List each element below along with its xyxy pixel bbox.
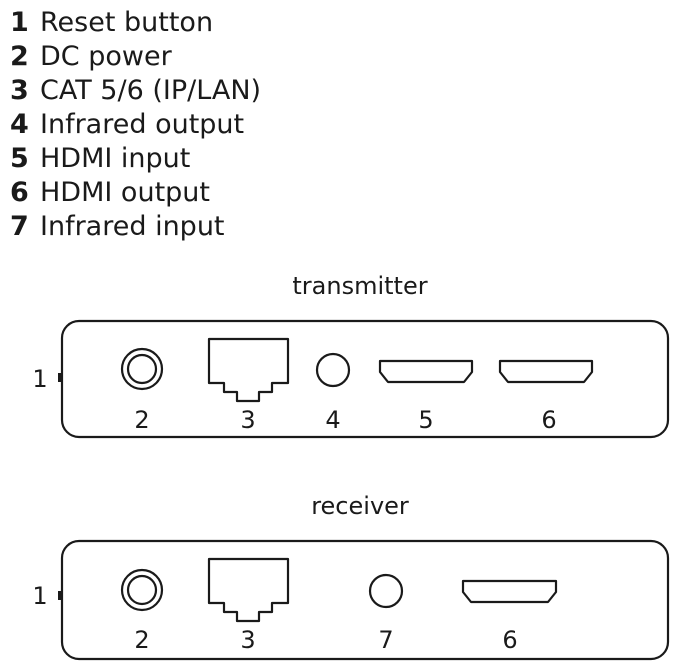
receiver-dc-power-port (120, 568, 164, 612)
legend-label: HDMI input (40, 143, 191, 174)
transmitter-dc-power-label: 2 (134, 406, 149, 434)
legend-label: Reset button (40, 7, 214, 38)
transmitter-hdmi-output-label: 6 (541, 406, 556, 434)
receiver-panel: receiver 1 2 3 7 6 (32, 492, 670, 661)
legend-item-infrared-output: 4 Infrared output (10, 108, 261, 142)
transmitter-hdmi-input-port (378, 359, 474, 384)
legend-number: 1 (10, 7, 29, 38)
transmitter-dc-power-port (120, 347, 164, 391)
receiver-dc-power-label: 2 (134, 626, 149, 654)
legend-label: CAT 5/6 (IP/LAN) (40, 75, 262, 106)
legend-number: 4 (10, 109, 29, 140)
receiver-hdmi-output-port (461, 579, 558, 604)
transmitter-reset-button (58, 373, 63, 382)
legend-number: 5 (10, 143, 29, 174)
receiver-infrared-port (368, 573, 404, 609)
legend-number: 2 (10, 41, 29, 72)
receiver-rj45-port (207, 557, 290, 623)
receiver-reset-button (58, 591, 63, 600)
receiver-hdmi-output-label: 6 (502, 626, 517, 654)
transmitter-rj45-label: 3 (240, 406, 255, 434)
transmitter-infrared-label: 4 (325, 406, 340, 434)
transmitter-title: transmitter (292, 272, 427, 300)
legend-label: Infrared output (40, 109, 245, 140)
legend-number: 7 (10, 211, 29, 242)
receiver-rj45-label: 3 (240, 626, 255, 654)
transmitter-infrared-port (315, 352, 351, 388)
legend-item-dc-power: 2 DC power (10, 40, 261, 74)
legend-item-infrared-input: 7 Infrared input (10, 210, 261, 244)
legend: 1 Reset button 2 DC power 3 CAT 5/6 (IP/LAN… (10, 6, 261, 244)
transmitter-rj45-port (207, 337, 290, 403)
legend-label: Infrared input (40, 211, 225, 242)
legend-label: HDMI output (40, 177, 210, 208)
legend-item-cat-lan: 3 CAT 5/6 (IP/LAN) (10, 74, 261, 108)
transmitter-hdmi-output-port (498, 359, 594, 384)
receiver-infrared-label: 7 (378, 626, 393, 654)
legend-number: 6 (10, 177, 29, 208)
transmitter-hdmi-input-label: 5 (418, 406, 433, 434)
legend-item-reset-button: 1 Reset button (10, 6, 261, 40)
legend-item-hdmi-output: 6 HDMI output (10, 176, 261, 210)
legend-item-hdmi-input: 5 HDMI input (10, 142, 261, 176)
transmitter-reset-label: 1 (32, 365, 47, 393)
legend-label: DC power (40, 41, 172, 72)
receiver-reset-label: 1 (32, 582, 47, 610)
legend-number: 3 (10, 75, 29, 106)
transmitter-panel: transmitter 1 2 3 4 5 6 (32, 272, 670, 439)
receiver-title: receiver (311, 492, 409, 520)
